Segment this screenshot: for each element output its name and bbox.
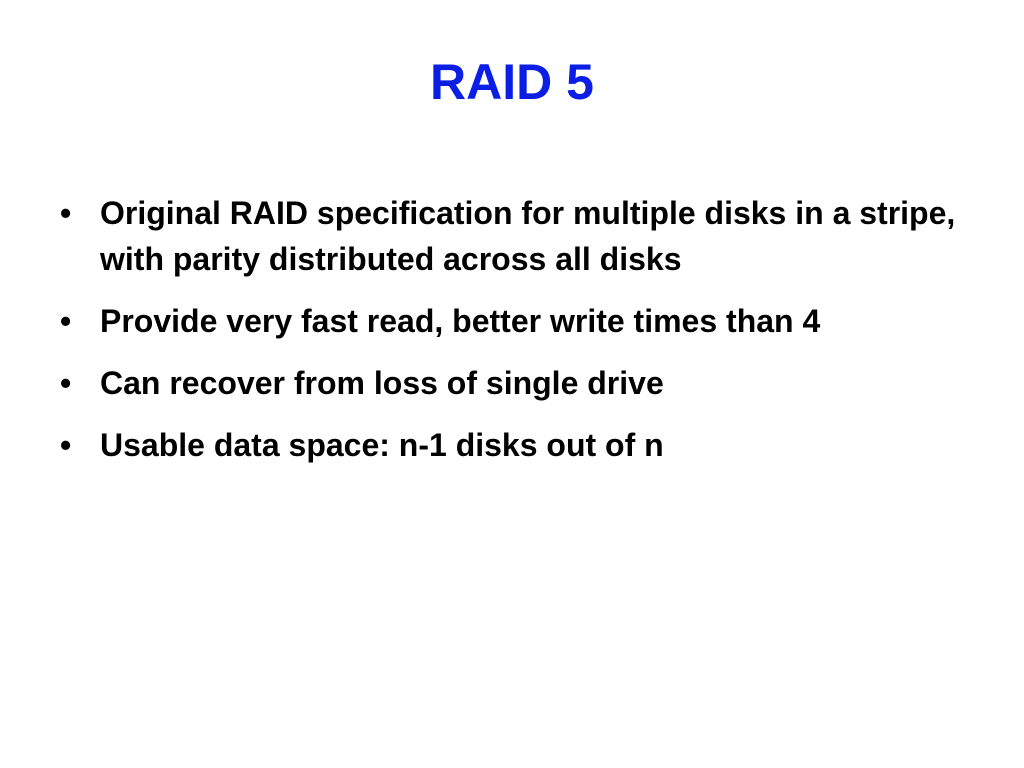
bullet-item-1: • Original RAID specification for multip… [56,190,976,282]
bullet-icon: • [60,427,72,463]
bullet-icon: • [60,365,72,401]
bullet-text: Original RAID specification for multiple… [100,195,956,277]
bullet-icon: • [60,303,72,339]
bullet-icon: • [60,195,72,231]
bullet-item-2: • Provide very fast read, better write t… [56,298,976,344]
bullet-item-4: • Usable data space: n-1 disks out of n [56,422,976,468]
bullet-text: Provide very fast read, better write tim… [100,303,821,339]
slide-title: RAID 5 [430,54,594,110]
bullet-text: Usable data space: n-1 disks out of n [100,427,664,463]
bullet-list: • Original RAID specification for multip… [56,190,976,484]
bullet-item-3: • Can recover from loss of single drive [56,360,976,406]
bullet-text: Can recover from loss of single drive [100,365,664,401]
